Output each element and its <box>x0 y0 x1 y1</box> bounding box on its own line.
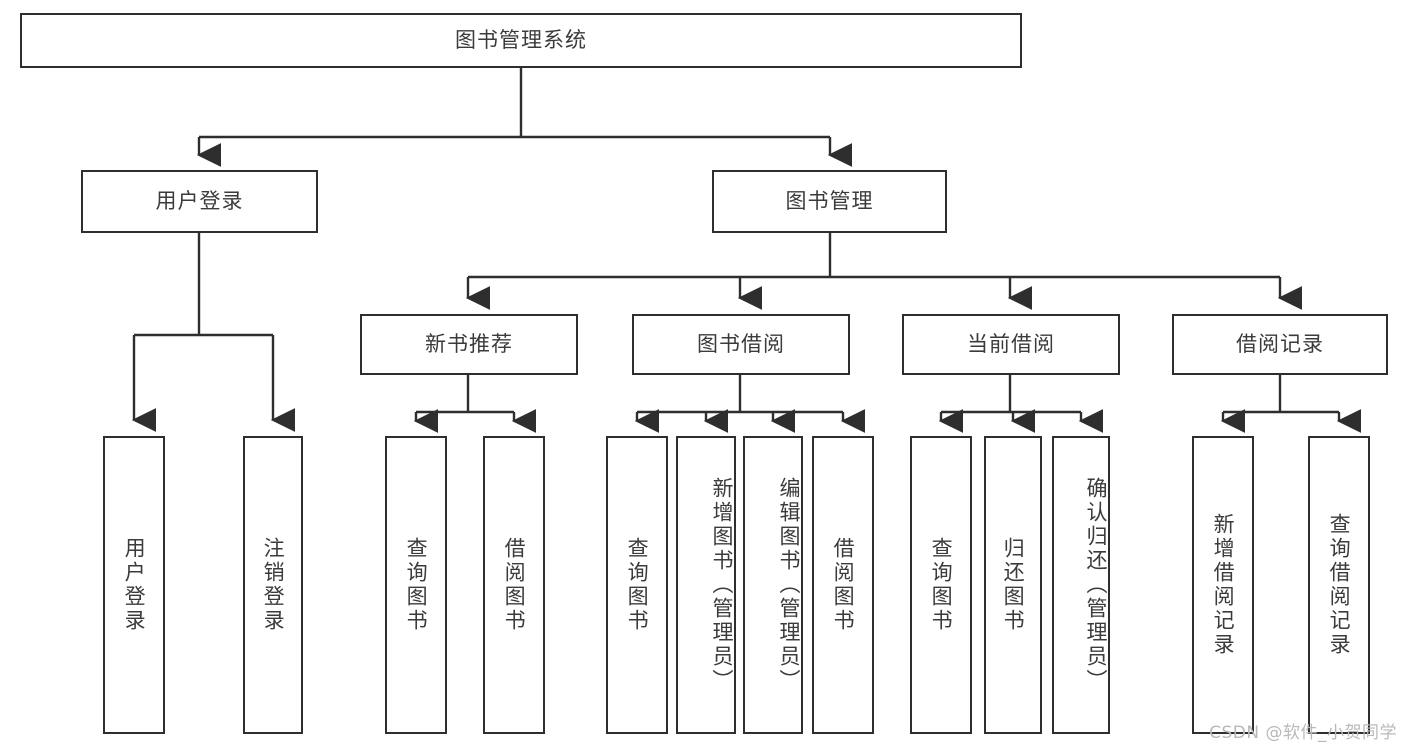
node-label: 用户登录 <box>122 537 147 633</box>
leaf-add-borrow-record[interactable]: 新增借阅记录 <box>1192 436 1254 734</box>
node-root-system[interactable]: 图书管理系统 <box>20 13 1022 68</box>
leaf-add-book-admin[interactable]: 新增图书（管理员） <box>676 436 736 734</box>
node-label: 借阅图书 <box>502 537 527 633</box>
node-new-book-recommend[interactable]: 新书推荐 <box>360 314 578 375</box>
node-label: 注销登录 <box>261 537 286 633</box>
node-label: 图书借阅 <box>697 331 785 356</box>
leaf-user-login[interactable]: 用户登录 <box>103 436 165 734</box>
leaf-borrow-book-recommend[interactable]: 借阅图书 <box>483 436 545 734</box>
node-label: 新书推荐 <box>425 331 513 356</box>
node-label: 图书管理 <box>785 188 874 213</box>
node-label: 图书管理系统 <box>455 27 587 52</box>
node-borrow-record[interactable]: 借阅记录 <box>1172 314 1388 375</box>
leaf-confirm-return-admin[interactable]: 确认归还（管理员） <box>1052 436 1110 734</box>
leaf-logout[interactable]: 注销登录 <box>243 436 303 734</box>
node-label: 归还图书 <box>1001 537 1026 633</box>
node-label: 借阅图书 <box>831 537 856 633</box>
node-book-manage[interactable]: 图书管理 <box>712 170 947 233</box>
node-book-borrow[interactable]: 图书借阅 <box>632 314 850 375</box>
node-label: 查询图书 <box>929 537 954 633</box>
node-label: 查询借阅记录 <box>1327 513 1352 657</box>
node-label: 新增图书（管理员） <box>710 477 734 693</box>
node-label: 确认归还（管理员） <box>1084 477 1108 693</box>
leaf-borrow-book[interactable]: 借阅图书 <box>812 436 874 734</box>
node-label: 查询图书 <box>404 537 429 633</box>
leaf-edit-book-admin[interactable]: 编辑图书（管理员） <box>743 436 803 734</box>
node-label: 用户登录 <box>155 188 244 213</box>
leaf-return-book[interactable]: 归还图书 <box>984 436 1042 734</box>
node-label: 新增借阅记录 <box>1211 513 1236 657</box>
node-current-borrow[interactable]: 当前借阅 <box>902 314 1120 375</box>
node-user-login[interactable]: 用户登录 <box>81 170 318 233</box>
leaf-query-book-current[interactable]: 查询图书 <box>910 436 972 734</box>
node-label: 编辑图书（管理员） <box>777 477 801 693</box>
node-label: 查询图书 <box>625 537 650 633</box>
node-label: 当前借阅 <box>967 331 1055 356</box>
leaf-query-borrow-record[interactable]: 查询借阅记录 <box>1308 436 1370 734</box>
node-label: 借阅记录 <box>1236 331 1324 356</box>
leaf-query-book-recommend[interactable]: 查询图书 <box>385 436 447 734</box>
leaf-query-book-borrow[interactable]: 查询图书 <box>606 436 668 734</box>
